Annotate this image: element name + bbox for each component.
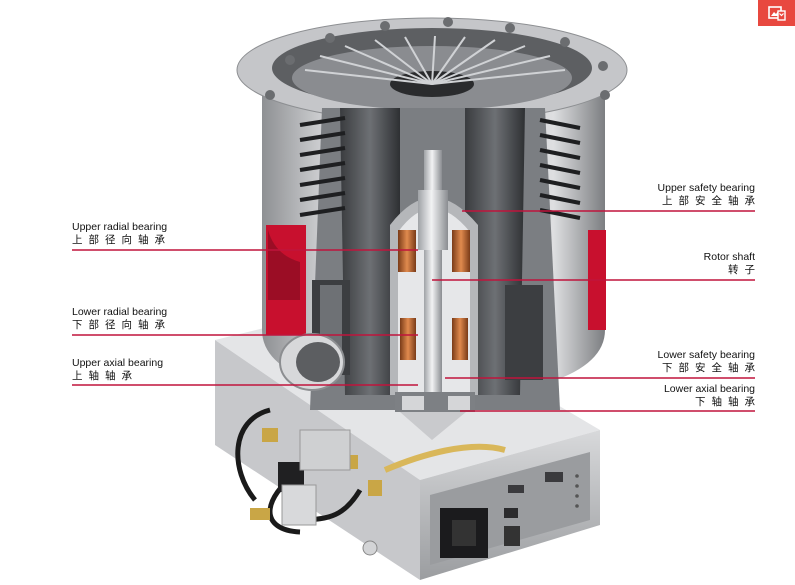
image-tools-button[interactable] bbox=[758, 0, 795, 26]
label-cn: 下部径向轴承 bbox=[72, 319, 171, 331]
leader-lines bbox=[72, 210, 755, 412]
side-port bbox=[279, 333, 345, 391]
label-cn: 上轴轴承 bbox=[72, 370, 138, 382]
label-en: Lower radial bearing bbox=[72, 306, 168, 318]
label-rotor-shaft: Rotor shaft 转子 bbox=[704, 251, 755, 277]
label-upper-axial-bearing: Upper axial bearing 上轴轴承 bbox=[72, 357, 163, 383]
cooling-tubes bbox=[235, 407, 506, 535]
rotor-blades bbox=[304, 35, 566, 85]
label-en: Lower axial bearing bbox=[663, 383, 755, 395]
label-upper-radial-bearing: Upper radial bearing 上部径向轴承 bbox=[72, 221, 171, 247]
label-en: Upper axial bearing bbox=[72, 357, 164, 369]
connector-panel bbox=[362, 472, 579, 558]
label-en: Upper radial bearing bbox=[72, 221, 168, 233]
label-cn: 下轴轴承 bbox=[695, 396, 761, 408]
label-cn: 下部安全轴承 bbox=[662, 362, 761, 374]
label-lower-safety-bearing: Lower safety bearing 下部安全轴承 bbox=[658, 349, 755, 375]
label-en: Upper safety bearing bbox=[657, 182, 755, 194]
label-en: Rotor shaft bbox=[703, 251, 755, 263]
image-icon bbox=[767, 6, 786, 21]
label-en: Lower safety bearing bbox=[657, 349, 755, 361]
label-cn: 上部安全轴承 bbox=[662, 195, 761, 207]
label-lower-axial-bearing: Lower axial bearing 下轴轴承 bbox=[664, 383, 755, 409]
rotor-shaft-assembly bbox=[395, 150, 475, 440]
label-cn: 上部径向轴承 bbox=[72, 234, 171, 246]
label-cn: 转子 bbox=[728, 264, 761, 276]
label-upper-safety-bearing: Upper safety bearing 上部安全轴承 bbox=[658, 182, 755, 208]
label-lower-radial-bearing: Lower radial bearing 下部径向轴承 bbox=[72, 306, 171, 332]
